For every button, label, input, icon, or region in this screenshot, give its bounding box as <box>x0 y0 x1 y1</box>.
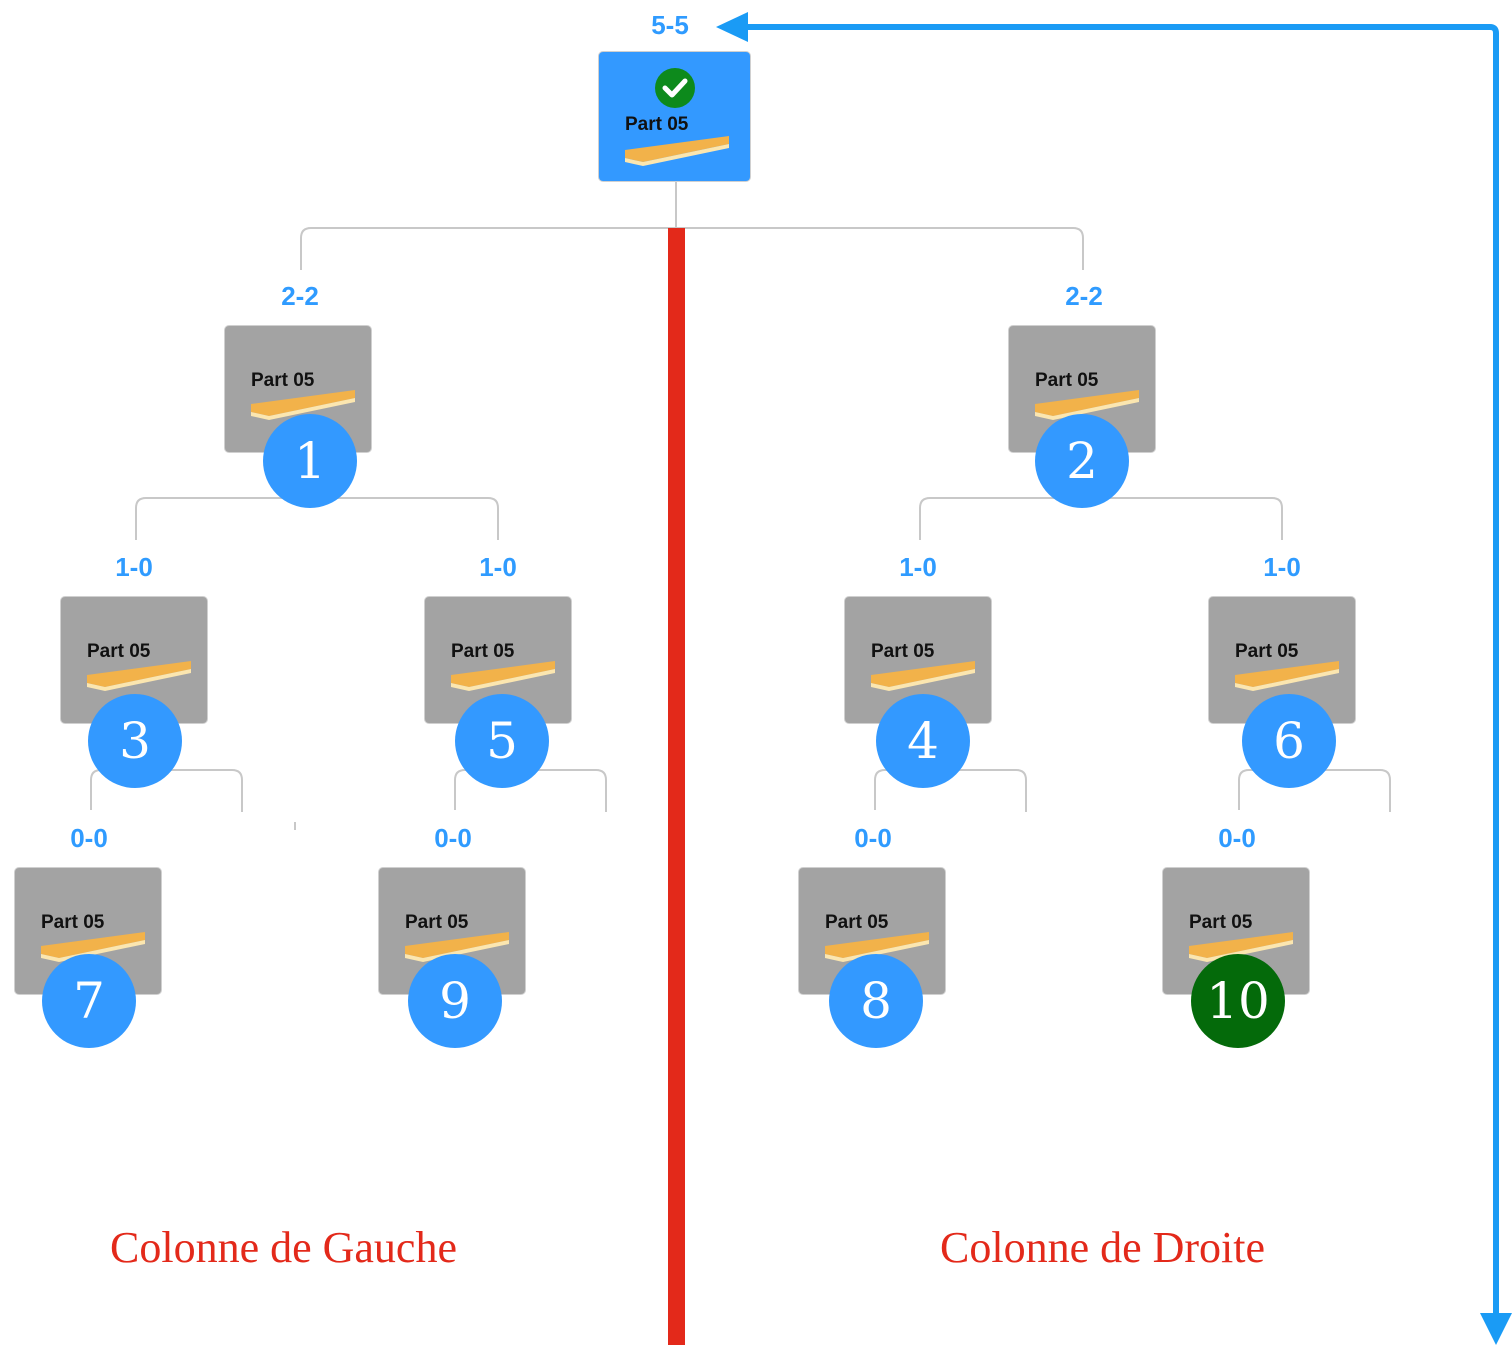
flow-arrow <box>716 12 1512 1345</box>
part-piece-icon <box>825 932 929 962</box>
match-number-badge-8: 8 <box>829 954 923 1048</box>
level3-score: 0-0 <box>70 823 108 853</box>
tree-connectors <box>90 180 1391 830</box>
node-label: Part 05 <box>625 114 689 135</box>
node-label: Part 05 <box>87 641 151 662</box>
node-label: Part 05 <box>871 641 935 662</box>
node-label: Part 05 <box>41 912 105 933</box>
match-node-7[interactable]: Part 05 <box>14 867 162 995</box>
part-piece-icon <box>251 390 355 420</box>
node-label: Part 05 <box>251 370 315 391</box>
arrow-head-left <box>716 12 748 42</box>
part-piece-icon <box>41 932 145 962</box>
part-piece-icon <box>871 661 975 691</box>
node-label: Part 05 <box>1235 641 1299 662</box>
level1-score-left: 2-2 <box>281 281 319 311</box>
match-number-badge-1: 1 <box>263 414 357 508</box>
match-number-badge-10: 10 <box>1191 954 1285 1048</box>
level2-score: 1-0 <box>115 552 153 582</box>
check-circle-icon <box>655 68 695 108</box>
level2-score: 1-0 <box>1263 552 1301 582</box>
root-node[interactable]: Part 05 <box>598 51 751 182</box>
match-number-badge-7: 7 <box>42 954 136 1048</box>
root-score: 5-5 <box>651 10 689 40</box>
level2-score: 1-0 <box>899 552 937 582</box>
part-piece-icon <box>451 661 555 691</box>
node-label: Part 05 <box>1189 912 1253 933</box>
node-label: Part 05 <box>405 912 469 933</box>
part-piece-icon <box>625 136 729 166</box>
part-piece-icon <box>1189 932 1293 962</box>
level3-score: 0-0 <box>854 823 892 853</box>
right-column-label: Colonne de Droite <box>940 1223 1266 1272</box>
node-label: Part 05 <box>1035 370 1099 391</box>
level1-score-right: 2-2 <box>1065 281 1103 311</box>
node-label: Part 05 <box>825 912 889 933</box>
part-piece-icon <box>87 661 191 691</box>
level3-score: 0-0 <box>434 823 472 853</box>
match-number-badge-4: 4 <box>876 694 970 788</box>
left-column-label: Colonne de Gauche <box>110 1223 457 1272</box>
node-label: Part 05 <box>451 641 515 662</box>
match-number-badge-9: 9 <box>408 954 502 1048</box>
part-piece-icon <box>1235 661 1339 691</box>
match-node-3[interactable]: Part 05 <box>60 596 208 724</box>
match-number-badge-5: 5 <box>455 694 549 788</box>
level3-score: 0-0 <box>1218 823 1256 853</box>
level2-score: 1-0 <box>479 552 517 582</box>
match-number-badge-3: 3 <box>88 694 182 788</box>
part-piece-icon <box>1035 390 1139 420</box>
match-number-badge-6: 6 <box>1242 694 1336 788</box>
column-divider <box>668 228 685 1345</box>
part-piece-icon <box>405 932 509 962</box>
arrow-head-down <box>1480 1313 1512 1345</box>
match-number-badge-2: 2 <box>1035 414 1129 508</box>
